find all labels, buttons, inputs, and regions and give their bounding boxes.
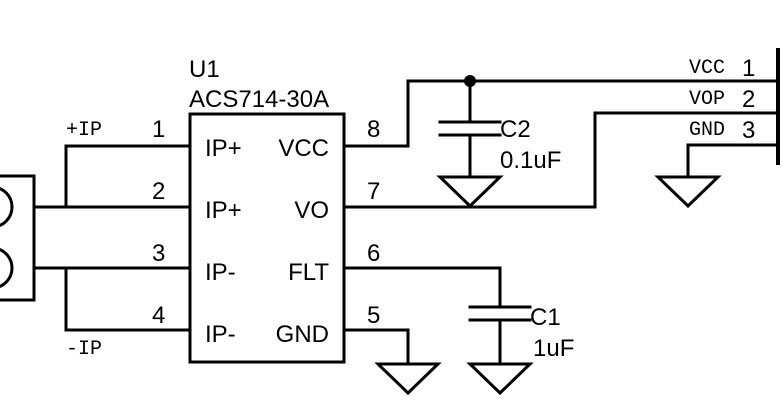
vo-net	[342, 111, 780, 209]
header-pin-name-gnd: GND	[689, 119, 725, 142]
header-pin-num-1: 1	[742, 55, 755, 82]
ic-pin-num-7: 7	[367, 178, 380, 205]
terminal-block	[0, 174, 36, 302]
ic-pin-num-2: 2	[152, 178, 165, 205]
ic-pin-num-4: 4	[152, 302, 165, 329]
ic-pin-num-8: 8	[367, 116, 380, 143]
header-pin-num-2: 2	[742, 86, 755, 113]
capacitor-c2	[436, 120, 504, 209]
gnd-net	[342, 328, 442, 396]
header-pin-num-3: 3	[742, 117, 755, 144]
ic-part: ACS714-30A	[189, 86, 329, 113]
c2-ref: C2	[500, 116, 531, 143]
ic-pin-num-1: 1	[152, 116, 165, 143]
ic-pin-name-7: VO	[294, 197, 329, 224]
ic-pin-name-3: IP-	[205, 259, 236, 286]
header-gnd	[654, 143, 780, 209]
net-label-minus-ip: -IP	[66, 338, 102, 361]
flt-net	[342, 266, 534, 396]
net-label-plus-ip: +IP	[66, 119, 102, 142]
ic-pin-name-2: IP+	[205, 197, 242, 224]
c2-value: 0.1uF	[500, 147, 561, 174]
ic-ref: U1	[189, 56, 220, 83]
ic-pin-num-5: 5	[367, 302, 380, 329]
c1-ref: C1	[530, 304, 561, 331]
ic-pin-name-5: GND	[276, 321, 329, 348]
ic-pin-name-1: IP+	[205, 135, 242, 162]
ic-pin-name-4: IP-	[205, 321, 236, 348]
header-pin-name-vop: VOP	[689, 88, 725, 111]
c1-value: 1uF	[533, 335, 574, 362]
header-pin-name-vcc: VCC	[689, 57, 725, 80]
vcc-net	[342, 75, 780, 148]
ic-body	[188, 112, 346, 364]
ic-pin-num-6: 6	[367, 240, 380, 267]
ic-pin-name-8: VCC	[278, 135, 329, 162]
ic-pin-num-3: 3	[152, 240, 165, 267]
junction-dot	[464, 75, 476, 87]
ic-pin-name-6: FLT	[288, 259, 329, 286]
input-wires	[32, 144, 192, 332]
